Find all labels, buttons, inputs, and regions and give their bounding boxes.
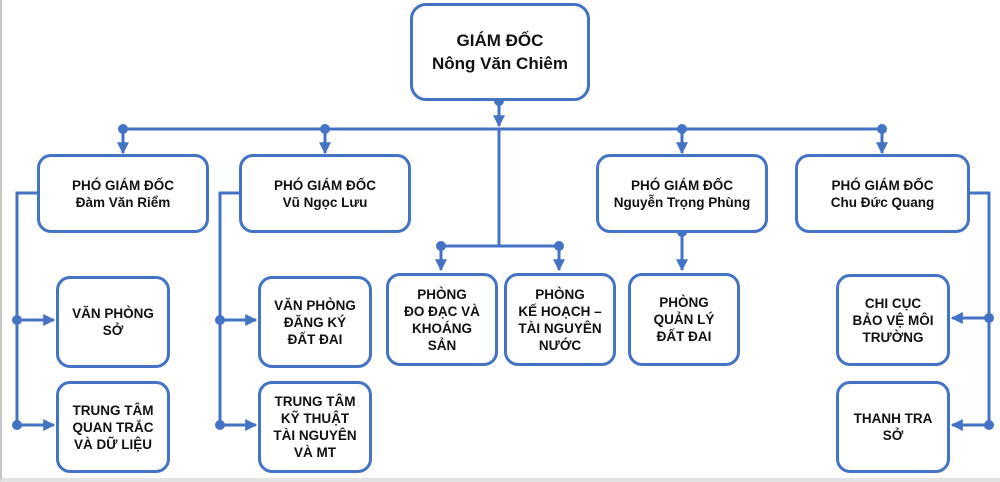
director-title: GIÁM ĐỐC: [456, 31, 544, 50]
deputy-name: Đàm Văn Riểm: [75, 194, 171, 210]
unit-line: PHÒNG: [535, 286, 585, 302]
unit-line: SẢN: [427, 337, 457, 353]
unit-line: PHÒNG: [659, 295, 709, 310]
node-phong-do-dac: PHÒNG ĐO ĐẠC VÀ KHOÁNG SẢN: [386, 273, 498, 366]
unit-line: PHÒNG: [417, 286, 467, 302]
node-deputy-chu-duc-quang: PHÓ GIÁM ĐỐC Chu Đức Quang: [795, 154, 970, 233]
junction-dot: [215, 315, 225, 325]
connector-deputy4-branch: [968, 191, 991, 425]
unit-line: NƯỚC: [538, 337, 582, 353]
deputy-name: Nguyễn Trọng Phùng: [613, 194, 751, 210]
unit-line: VĂN PHÒNG: [274, 297, 356, 313]
unit-line: ĐẤT ĐAI: [656, 329, 712, 344]
node-deputy-vu-ngoc-luu: PHÓ GIÁM ĐỐC Vũ Ngọc Lưu: [239, 154, 411, 233]
unit-line: SỞ: [882, 428, 904, 443]
director-name: Nông Văn Chiêm: [431, 54, 568, 73]
connector-deputy2-branch: [218, 191, 240, 425]
junction-dot: [984, 313, 994, 323]
unit-line: VĂN PHÒNG: [72, 306, 154, 321]
unit-line: ĐẤT ĐAI: [287, 331, 343, 347]
junction-dot: [436, 241, 446, 251]
node-van-phong-so: VĂN PHÒNG SỞ: [56, 276, 170, 368]
deputy-name: Vũ Ngọc Lưu: [282, 194, 368, 210]
node-van-phong-dang-ky: VĂN PHÒNG ĐĂNG KÝ ĐẤT ĐAI: [258, 276, 372, 368]
junction-dot: [215, 420, 225, 430]
node-thanh-tra-so: THANH TRA SỞ: [836, 381, 950, 473]
unit-line: KỸ THUẬT: [280, 411, 350, 426]
connector-deputy1-branch: [15, 191, 39, 425]
junction-dot: [118, 124, 128, 134]
junction-dot: [877, 124, 887, 134]
junction-dot: [984, 420, 994, 430]
unit-line: TÀI NGUYÊN: [518, 320, 602, 336]
unit-line: ĐĂNG KÝ: [283, 314, 347, 330]
junction-dot: [554, 241, 564, 251]
unit-line: VÀ DỮ LIỆU: [74, 436, 152, 452]
unit-line: CHI CỤC: [864, 295, 922, 311]
unit-line: ĐO ĐẠC VÀ: [404, 303, 480, 319]
node-deputy-nguyen-trong-phung: PHÓ GIÁM ĐỐC Nguyễn Trọng Phùng: [596, 154, 768, 233]
unit-line: SỞ: [102, 323, 124, 338]
node-trung-tam-quan-trac: TRUNG TÂM QUAN TRẮC VÀ DỮ LIỆU: [56, 381, 170, 473]
junction-dot: [12, 315, 22, 325]
unit-line: TRƯỜNG: [862, 329, 924, 345]
node-chi-cuc-bvmt: CHI CỤC BẢO VỆ MÔI TRƯỜNG: [836, 274, 950, 366]
node-director: GIÁM ĐỐC Nông Văn Chiêm: [410, 3, 590, 101]
unit-line: TRUNG TÂM: [72, 402, 154, 418]
node-phong-ke-hoach: PHÒNG KẾ HOẠCH – TÀI NGUYÊN NƯỚC: [504, 273, 616, 366]
node-phong-quan-ly-dat-dai: PHÒNG QUẢN LÝ ĐẤT ĐAI: [628, 273, 740, 366]
unit-line: TÀI NGUYÊN: [273, 428, 357, 443]
unit-line: KẾ HOẠCH –: [518, 303, 602, 319]
deputy-title: PHÓ GIÁM ĐỐC: [71, 177, 174, 193]
junction-dot: [677, 124, 687, 134]
node-trung-tam-ky-thuat: TRUNG TÂM KỸ THUẬT TÀI NGUYÊN VÀ MT: [258, 381, 372, 473]
unit-line: TRUNG TÂM: [274, 394, 356, 409]
deputy-title: PHÓ GIÁM ĐỐC: [273, 177, 376, 193]
unit-line: VÀ MT: [294, 445, 336, 460]
unit-line: QUAN TRẮC: [72, 419, 154, 435]
deputy-title: PHÓ GIÁM ĐỐC: [630, 177, 733, 193]
unit-line: QUẢN LÝ: [653, 312, 715, 327]
unit-line: KHOÁNG: [412, 320, 472, 336]
unit-line: BẢO VỆ MÔI: [852, 312, 934, 328]
unit-line: THANH TRA: [853, 411, 933, 426]
deputy-title: PHÓ GIÁM ĐỐC: [831, 177, 934, 193]
node-deputy-dam-van-riem: PHÓ GIÁM ĐỐC Đàm Văn Riểm: [37, 154, 209, 233]
junction-dot: [12, 420, 22, 430]
deputy-name: Chu Đức Quang: [830, 194, 935, 210]
junction-dot: [320, 124, 330, 134]
